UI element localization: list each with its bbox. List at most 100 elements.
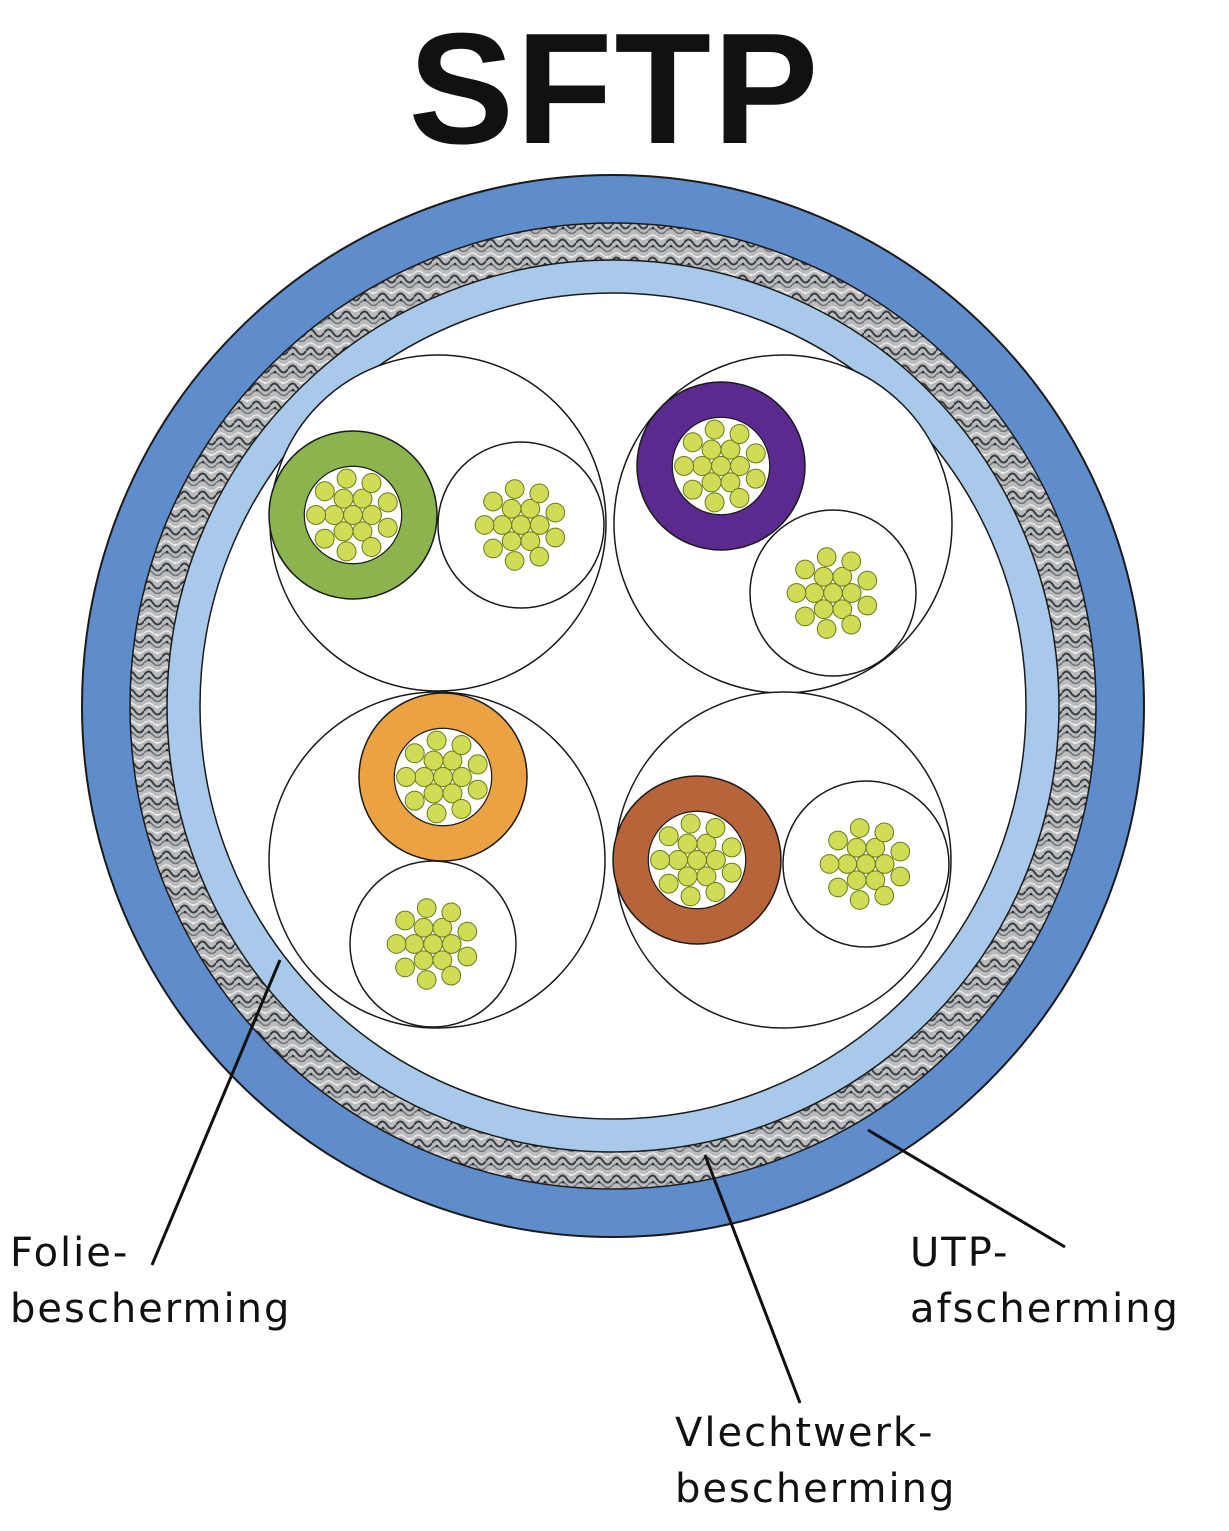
label-braid-line1: Vlechtwerk- (675, 1410, 935, 1456)
conductor-strand (729, 424, 750, 444)
conductor-strand (529, 483, 550, 504)
conductor-strand (857, 595, 878, 616)
white-wire-conductor (386, 898, 478, 990)
conductor-strand (701, 472, 722, 493)
conductor-strand (849, 818, 870, 838)
conductor-strand (314, 481, 335, 502)
diagram-title: SFTP (408, 1, 821, 177)
conductor-strand (416, 898, 437, 918)
conductor-strand (837, 854, 858, 874)
conductor-strand (704, 492, 725, 513)
conductor-strand (404, 743, 425, 764)
conductor-strand (841, 583, 862, 603)
conductor-strand (361, 505, 382, 525)
conductor-strand (324, 505, 345, 525)
conductor-strand (451, 799, 472, 819)
conductor-strand (721, 862, 742, 883)
conductor-strand (501, 498, 522, 519)
conductor-strand (426, 803, 447, 824)
conductor-strand (786, 583, 807, 603)
conductor-strand (377, 517, 398, 538)
pair-purple (613, 354, 953, 694)
conductor-strand (687, 850, 707, 870)
conductor-strand (441, 902, 462, 923)
conductor-strand (668, 850, 689, 870)
conductor-strand (705, 818, 726, 838)
conductor-strand (423, 750, 444, 771)
conductor-strand (705, 850, 726, 870)
conductor-strand (682, 479, 703, 500)
conductor-strand (504, 551, 525, 571)
conductor-strand (442, 750, 463, 771)
conductor-strand (306, 504, 327, 525)
conductor-strand (819, 854, 840, 874)
conductor-strand (395, 957, 415, 978)
conductor-strand (813, 566, 834, 587)
conductor-strand (451, 735, 472, 755)
conductor-strand (846, 870, 867, 891)
pair-green (268, 354, 607, 692)
label-utp-line1: UTP- (910, 1230, 1010, 1276)
conductor-strand (721, 837, 742, 858)
conductor-strand (816, 619, 837, 639)
conductor-strand (682, 432, 703, 453)
conductor-strand (828, 877, 848, 898)
conductor-strand (745, 443, 766, 464)
conductor-strand (413, 950, 434, 971)
colored-wire-conductor (674, 419, 766, 513)
conductor-strand (545, 502, 566, 523)
conductor-strand (795, 606, 815, 627)
conductor-strand (711, 456, 731, 476)
conductor-strand (849, 890, 870, 910)
colored-wire-conductor (650, 813, 742, 907)
conductor-strand (336, 468, 357, 489)
conductor-strand (720, 439, 741, 460)
conductor-strand (692, 456, 713, 476)
conductor-strand (501, 531, 522, 552)
conductor-strand (520, 498, 541, 519)
conductor-strand (416, 970, 437, 990)
conductor-strand (396, 766, 417, 787)
leader-braid (703, 1154, 802, 1404)
conductor-strand (441, 934, 462, 954)
conductor-strand (451, 767, 472, 787)
conductor-strand (404, 790, 425, 811)
white-wire-conductor (786, 547, 878, 639)
conductor-strand (846, 837, 867, 858)
label-foil-line1: Folie- (10, 1230, 130, 1276)
conductor-strand (823, 583, 843, 603)
conductor-strand (890, 866, 911, 887)
label-utp-shielding: UTP- afscherming (910, 1225, 1180, 1337)
conductor-strand (816, 547, 837, 567)
colored-wire-conductor (306, 468, 398, 562)
conductor-strand (504, 479, 525, 499)
conductor-strand (395, 910, 415, 931)
white-wire-conductor (819, 818, 911, 910)
conductor-strand (467, 754, 488, 775)
conductor-strand (413, 917, 434, 938)
conductor-strand (674, 455, 695, 476)
conductor-strand (704, 419, 725, 440)
conductor-strand (457, 921, 478, 942)
label-utp-line2: afscherming (910, 1286, 1180, 1332)
conductor-strand (426, 730, 447, 751)
conductor-strand (433, 767, 453, 787)
conductor-strand (432, 917, 453, 938)
label-braid-line2: bescherming (675, 1466, 957, 1512)
conductor-strand (314, 528, 335, 549)
conductor-strand (361, 537, 382, 557)
conductor-strand (529, 515, 550, 535)
conductor-strand (511, 515, 531, 535)
conductor-strand (483, 491, 503, 512)
conductor-strand (696, 833, 717, 854)
colored-wire-conductor (396, 730, 488, 824)
conductor-strand (874, 854, 895, 874)
conductor-strand (483, 538, 503, 559)
conductor-strand (857, 570, 878, 591)
conductor-strand (813, 599, 834, 620)
conductor-strand (343, 505, 363, 525)
label-braid-shielding: Vlechtwerk- bescherming (675, 1405, 956, 1517)
label-foil-line2: bescherming (10, 1286, 292, 1332)
conductor-strand (386, 934, 407, 954)
conductor-strand (680, 886, 701, 907)
